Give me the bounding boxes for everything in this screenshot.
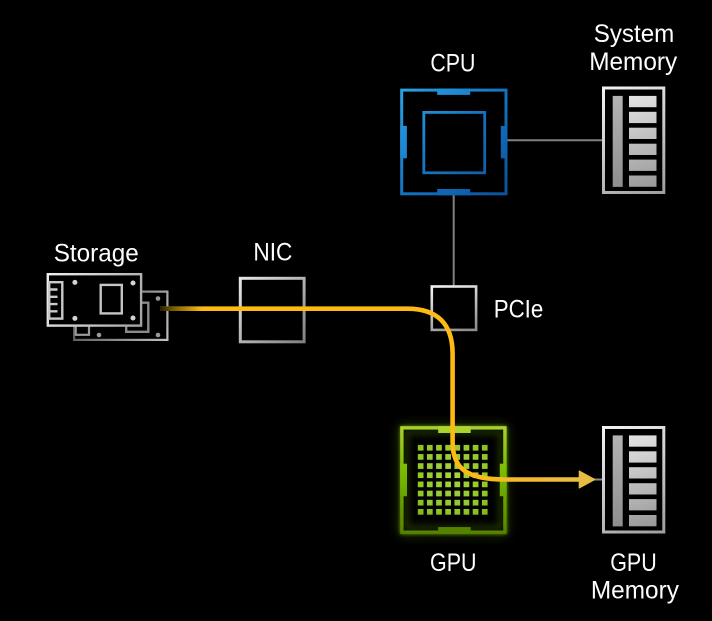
svg-text:CPU: CPU xyxy=(430,50,475,78)
svg-text:NIC: NIC xyxy=(253,238,292,266)
svg-text:GPU: GPU xyxy=(610,549,657,577)
svg-text:PCIe: PCIe xyxy=(494,296,544,324)
svg-text:Memory: Memory xyxy=(589,48,677,76)
svg-text:System: System xyxy=(594,20,675,48)
svg-text:GPU: GPU xyxy=(430,549,477,577)
svg-text:Memory: Memory xyxy=(591,577,679,605)
svg-text:Storage: Storage xyxy=(54,239,139,267)
